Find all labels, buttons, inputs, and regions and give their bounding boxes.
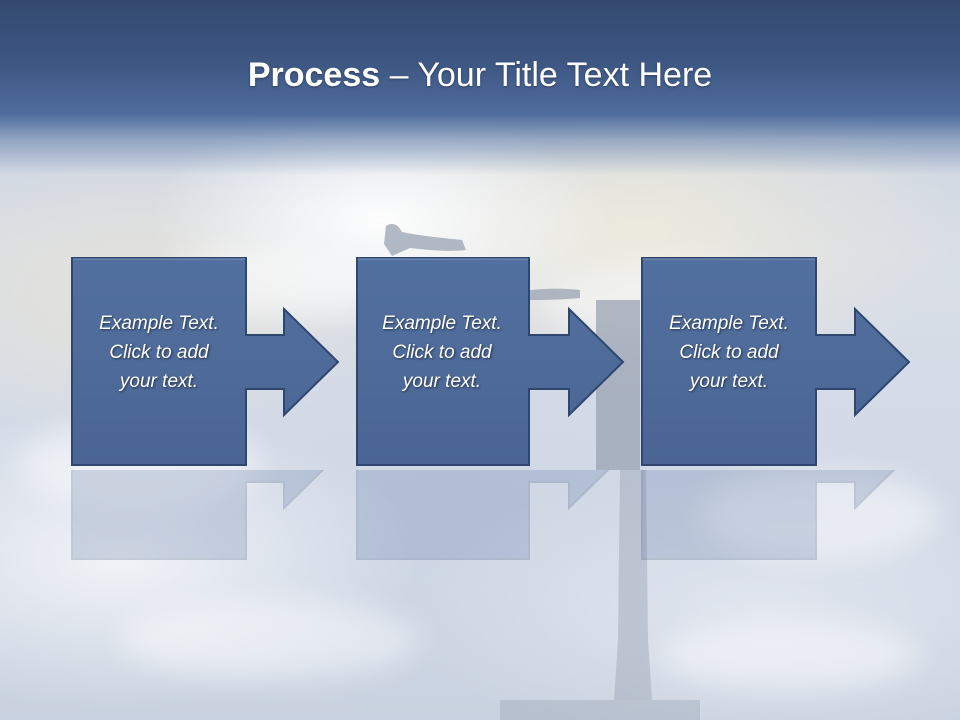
step-line: Click to add — [109, 342, 209, 363]
process-step-3[interactable]: Example Text. Click to add your text. — [641, 257, 913, 467]
step-line: your text. — [402, 371, 482, 392]
step-line: your text. — [689, 371, 769, 392]
process-step-2[interactable]: Example Text. Click to add your text. — [356, 257, 628, 467]
step-line: your text. — [119, 371, 199, 392]
cloud — [660, 620, 920, 690]
title-bold-part: Process — [247, 56, 381, 94]
box-arrow-shape — [356, 257, 625, 466]
step-reflection — [71, 470, 343, 560]
step-text: Example Text. Click to add your text. — [360, 309, 524, 396]
cloud — [700, 470, 940, 560]
box-arrow-shape — [71, 257, 340, 466]
title-band: Process – Your Title Text Here — [0, 0, 960, 175]
step-text: Example Text. Click to add your text. — [647, 309, 811, 396]
slide-title[interactable]: Process – Your Title Text Here — [0, 52, 960, 98]
step-line: Click to add — [679, 342, 779, 363]
step-line: Example Text. — [99, 313, 219, 334]
step-reflection — [356, 470, 628, 560]
step-line: Example Text. — [669, 313, 789, 334]
title-rest-part: – Your Title Text Here — [380, 56, 713, 94]
step-reflection — [641, 470, 913, 560]
step-line: Click to add — [392, 342, 492, 363]
cloud — [120, 600, 420, 680]
process-step-1[interactable]: Example Text. Click to add your text. — [71, 257, 343, 467]
step-line: Example Text. — [382, 313, 502, 334]
box-arrow-shape — [641, 257, 911, 466]
step-text: Example Text. Click to add your text. — [77, 309, 241, 396]
